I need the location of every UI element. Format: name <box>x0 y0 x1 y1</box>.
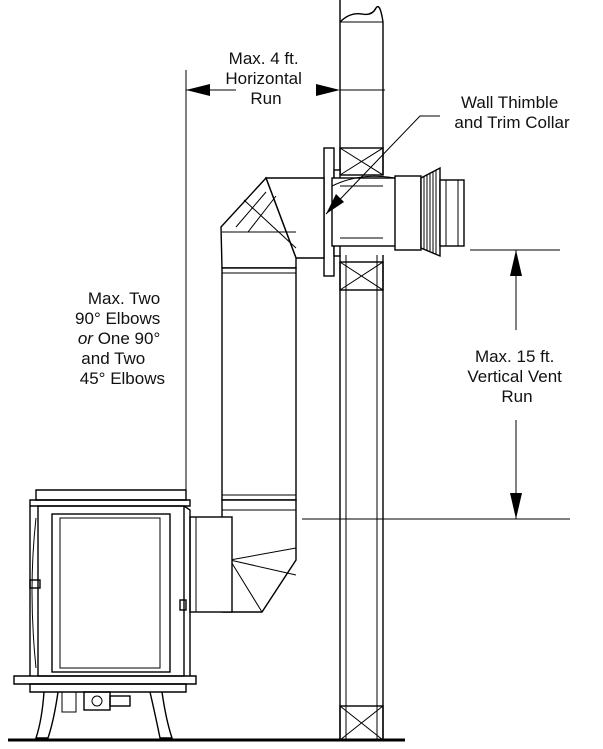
vertical-run-label-3: Run <box>501 387 532 406</box>
elbows-label-5: 45° Elbows <box>80 369 165 388</box>
elbows-label-1: Max. Two <box>88 289 160 308</box>
vertical-run-label-1: Max. 15 ft. <box>475 347 554 366</box>
elbows-label-2: 90° Elbows <box>75 309 160 328</box>
elbows-label-or: or <box>78 329 94 348</box>
wall-thimble-icon <box>323 147 423 277</box>
svg-text:Max. 15 ft. Vertical Vent: Max. 15 ft. Vertical Vent Run <box>467 347 566 406</box>
thimble-leader <box>325 115 440 215</box>
wall-thimble-label-2: and Trim Collar <box>454 113 570 132</box>
horizontal-run-dimension <box>185 70 385 490</box>
wall-section <box>339 0 384 741</box>
vertical-run-dimension <box>302 249 570 520</box>
svg-text:Max. Two 90° Elbows or: Max. Two 90° Elbows or One 90° and Two 4… <box>75 289 165 388</box>
vent-cap-icon <box>420 166 465 258</box>
wall-thimble-label-1: Wall Thimble <box>461 93 558 112</box>
stove-icon <box>13 489 197 739</box>
elbows-label-3: or One 90° <box>78 329 160 348</box>
svg-text:Max. 4 ft. Horizontal: Max. 4 ft. Horizontal Run <box>225 49 306 108</box>
vent-pipe <box>189 176 325 613</box>
vertical-run-label-2: Vertical Vent <box>467 367 562 386</box>
elbows-label-4: and Two <box>81 349 145 368</box>
svg-text:Wall Thimble and Trim Coll: Wall Thimble and Trim Collar <box>454 93 570 132</box>
horizontal-run-label-3: Run <box>250 89 281 108</box>
elbows-label-3b: One 90° <box>93 329 160 348</box>
horizontal-run-label-1: Max. 4 ft. <box>229 49 299 68</box>
horizontal-run-label-2: Horizontal <box>225 69 302 88</box>
